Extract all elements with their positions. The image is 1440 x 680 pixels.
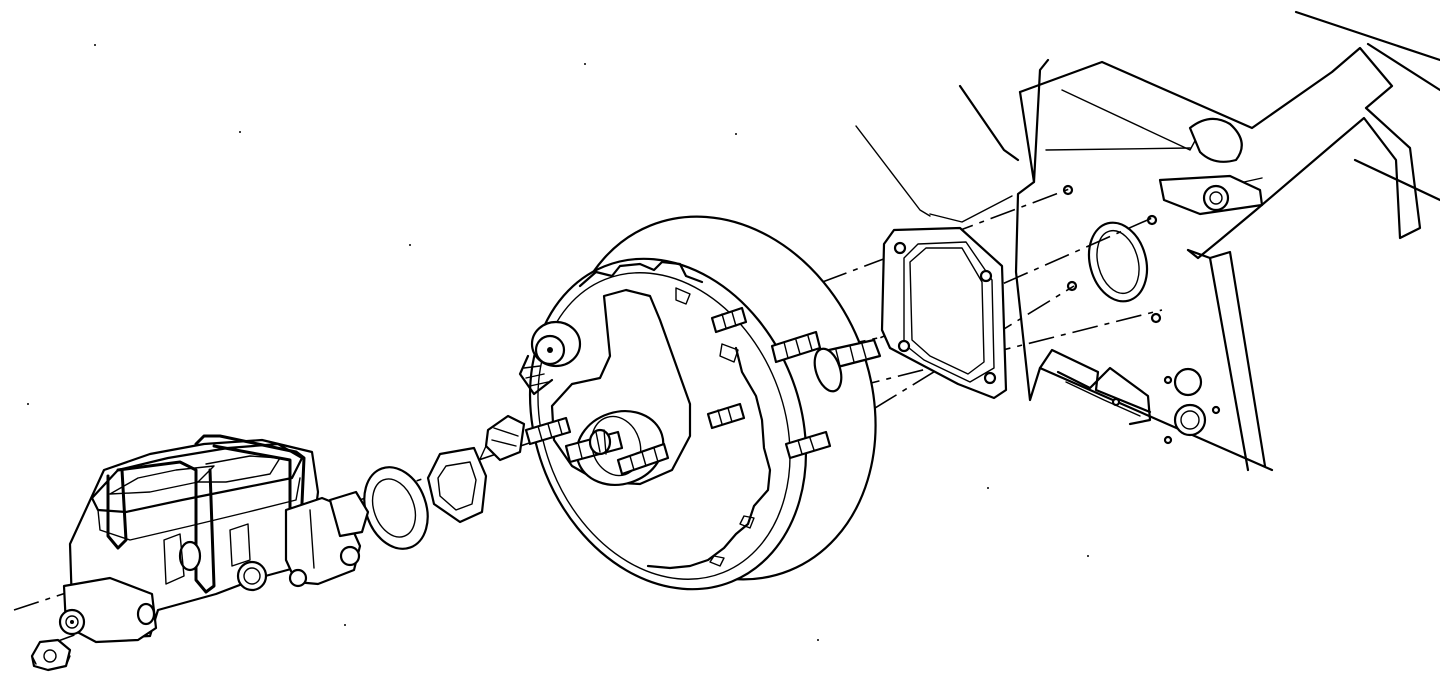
leader-lines bbox=[855, 125, 1013, 223]
seal bbox=[363, 466, 429, 550]
dash-panel bbox=[958, 10, 1440, 472]
master-cylinder bbox=[58, 434, 370, 644]
spacer bbox=[426, 446, 488, 524]
check-valve bbox=[465, 414, 526, 477]
scan-dots bbox=[27, 44, 1089, 641]
power-booster bbox=[518, 215, 882, 591]
mounting-nut bbox=[30, 638, 72, 672]
gasket bbox=[880, 226, 1008, 400]
